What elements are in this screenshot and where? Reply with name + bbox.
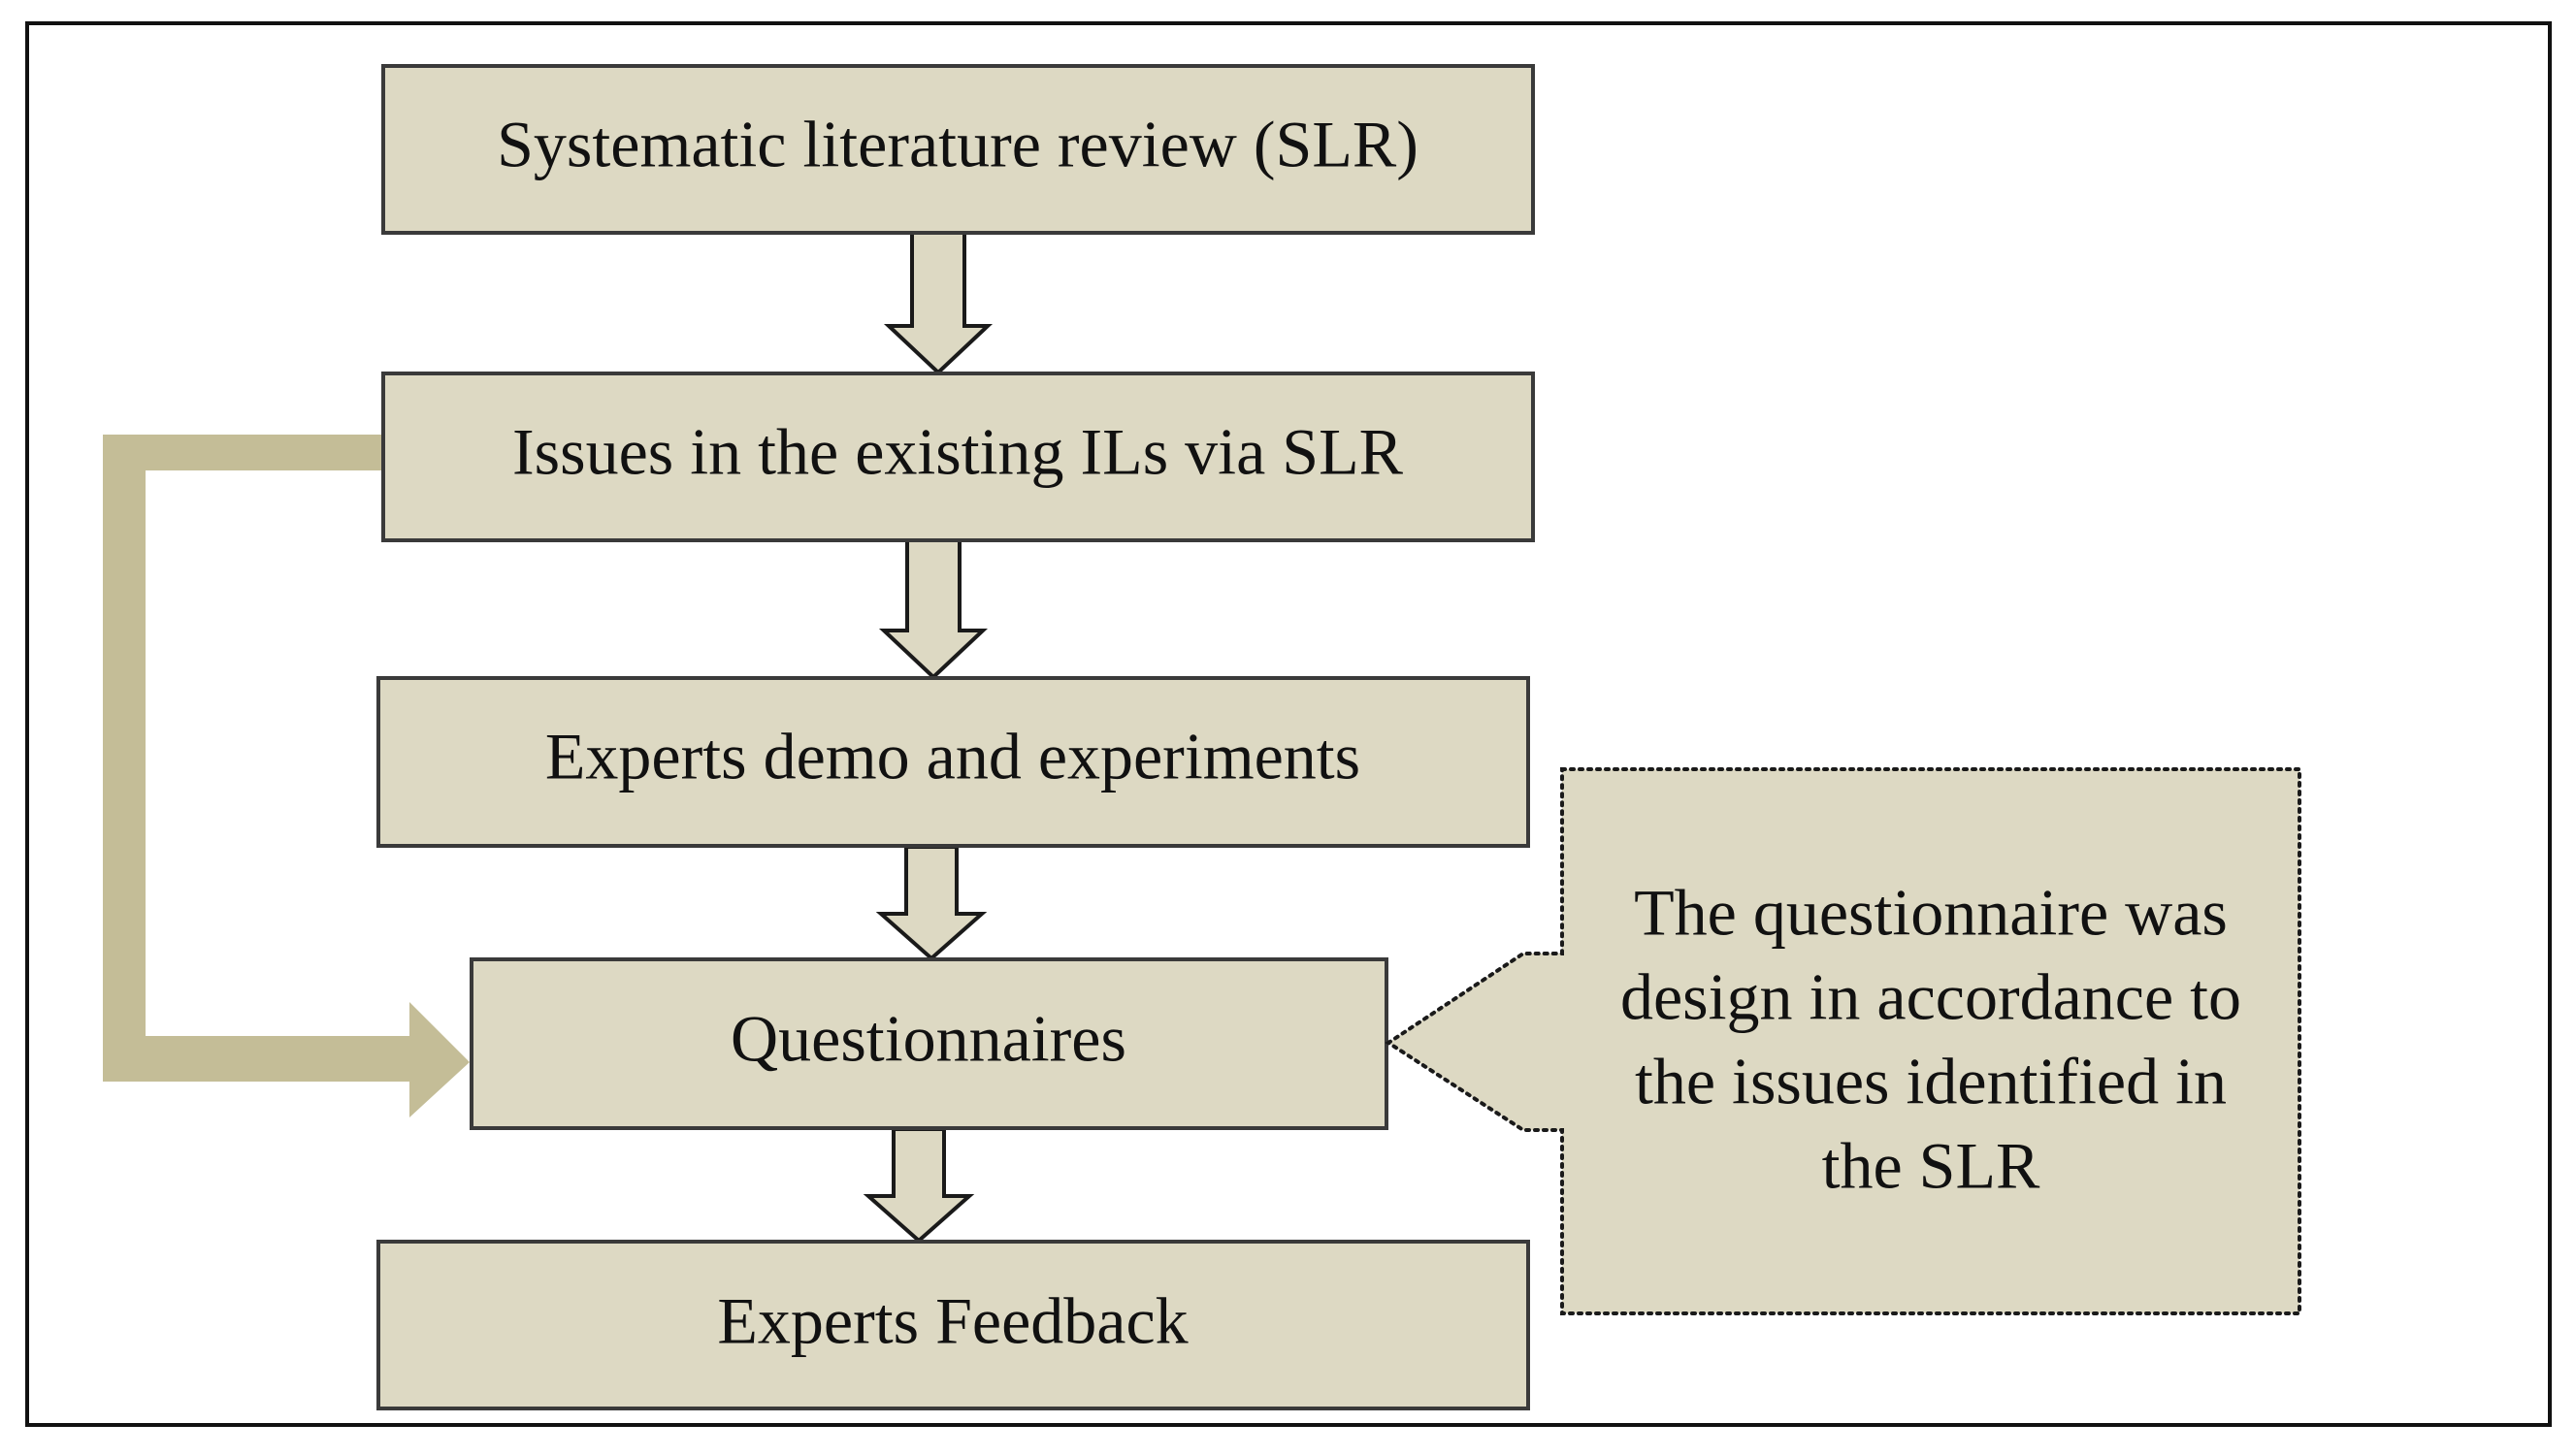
callout-note: The questionnaire was design in accordan… [1385,767,2301,1315]
step-box-experts-demo: Experts demo and experiments [376,676,1530,848]
feedback-connector-arrow [103,435,470,1117]
callout-shape [1385,767,2301,1315]
step-label-questionnaires: Questionnaires [731,1002,1126,1076]
step-box-experts-feedback: Experts Feedback [376,1240,1530,1410]
down-arrow-3 [875,845,988,961]
step-label-experts-demo: Experts demo and experiments [545,720,1360,793]
step-box-questionnaires: Questionnaires [470,957,1388,1130]
step-box-issues: Issues in the existing ILs via SLR [381,372,1535,542]
callout-line-2: design in accordance to [1620,960,2241,1034]
callout-line-3: the issues identified in [1635,1045,2227,1118]
step-label-issues: Issues in the existing ILs via SLR [512,415,1404,489]
step-box-slr: Systematic literature review (SLR) [381,64,1535,235]
callout-line-4: the SLR [1822,1129,2040,1203]
step-label-experts-feedback: Experts Feedback [717,1284,1188,1358]
down-arrow-2 [878,538,989,680]
down-arrow-4 [863,1127,975,1244]
callout-line-1: The questionnaire was [1634,876,2228,950]
down-arrow-1 [883,231,994,375]
step-label-slr: Systematic literature review (SLR) [497,108,1418,181]
